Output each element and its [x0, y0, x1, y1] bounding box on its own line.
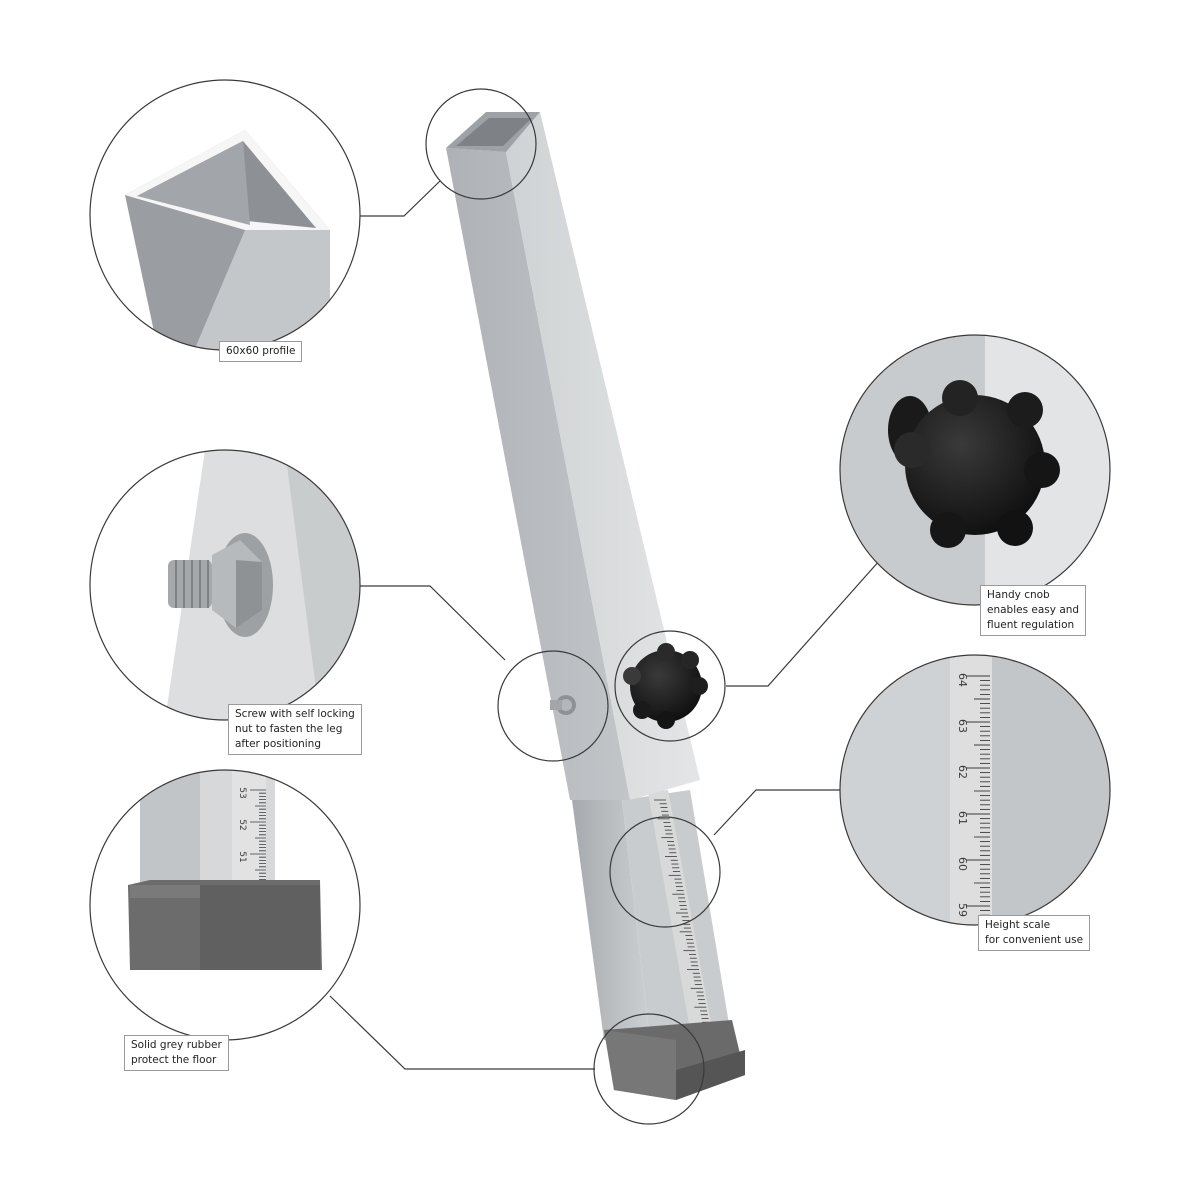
inner-tube-front: [572, 800, 650, 1040]
detail-profile: [89, 79, 361, 351]
bolt-nut-icon: [168, 533, 273, 637]
callout-scale: Height scale for convenient use: [978, 915, 1091, 951]
scale-label: 58: [956, 949, 969, 963]
callout-knob-line-2: enables easy and: [987, 604, 1080, 616]
inner-scale-strip: [648, 790, 712, 1030]
outer-tube-side: [506, 112, 700, 800]
bolt-nut-icon: [550, 695, 576, 715]
callout-scale-line-2: for convenient use: [985, 934, 1084, 946]
rubber-foot-icon: [604, 1020, 745, 1100]
leg-assembly: [446, 112, 745, 1100]
detail-scale: 64 63 62 61 60 59 58: [839, 654, 1111, 963]
scale-label: 61: [956, 811, 969, 825]
detail-knob: [839, 334, 1111, 606]
marker-knob: [614, 630, 726, 742]
marker-profile: [425, 88, 537, 200]
scale-label: 51: [237, 851, 247, 862]
star-knob-icon: [623, 643, 708, 729]
callout-knob-line-3: fluent regulation: [987, 619, 1075, 631]
detail-rubber: 53525150: [89, 769, 361, 1041]
detail-screw: [89, 449, 361, 721]
scale-label: 64: [956, 673, 969, 687]
callout-screw-line-3: after positioning: [235, 738, 322, 750]
square-profile-icon: [125, 130, 330, 350]
callout-screw: Screw with self locking nut to fasten th…: [228, 704, 362, 755]
callout-screw-line-2: nut to fasten the leg: [235, 723, 343, 735]
inner-scale-ticks: [654, 799, 710, 1023]
outer-tube-opening: [456, 118, 532, 146]
leader-lines: [329, 180, 881, 1070]
callout-profile-line-1: 60x60 profile: [226, 345, 296, 357]
marker-scale: [609, 816, 721, 928]
scale-label: 59: [956, 903, 969, 917]
scale-label: 52: [237, 819, 247, 830]
outer-tube-front: [446, 148, 630, 800]
scale-label: 63: [956, 719, 969, 733]
callout-rubber-line-1: Solid grey rubber: [131, 1039, 222, 1051]
callout-screw-line-1: Screw with self locking: [235, 708, 355, 720]
callout-rubber: Solid grey rubber protect the floor: [124, 1035, 229, 1071]
scale-label: 60: [956, 857, 969, 871]
ruler-scale-icon: 64 63 62 61 60 59 58: [956, 673, 990, 963]
callout-profile: 60x60 profile: [219, 341, 303, 362]
star-knob-icon: [888, 380, 1060, 548]
scale-label: 53: [237, 787, 247, 798]
callout-rubber-line-2: protect the floor: [131, 1054, 217, 1066]
rubber-foot-icon: [128, 880, 322, 970]
detail-markers: [425, 88, 726, 1125]
marker-screw: [497, 650, 609, 762]
scale-label: 62: [956, 765, 969, 779]
callout-knob-line-1: Handy cnob: [987, 589, 1050, 601]
callout-scale-line-1: Height scale: [985, 919, 1051, 931]
callout-knob: Handy cnob enables easy and fluent regul…: [980, 585, 1087, 636]
